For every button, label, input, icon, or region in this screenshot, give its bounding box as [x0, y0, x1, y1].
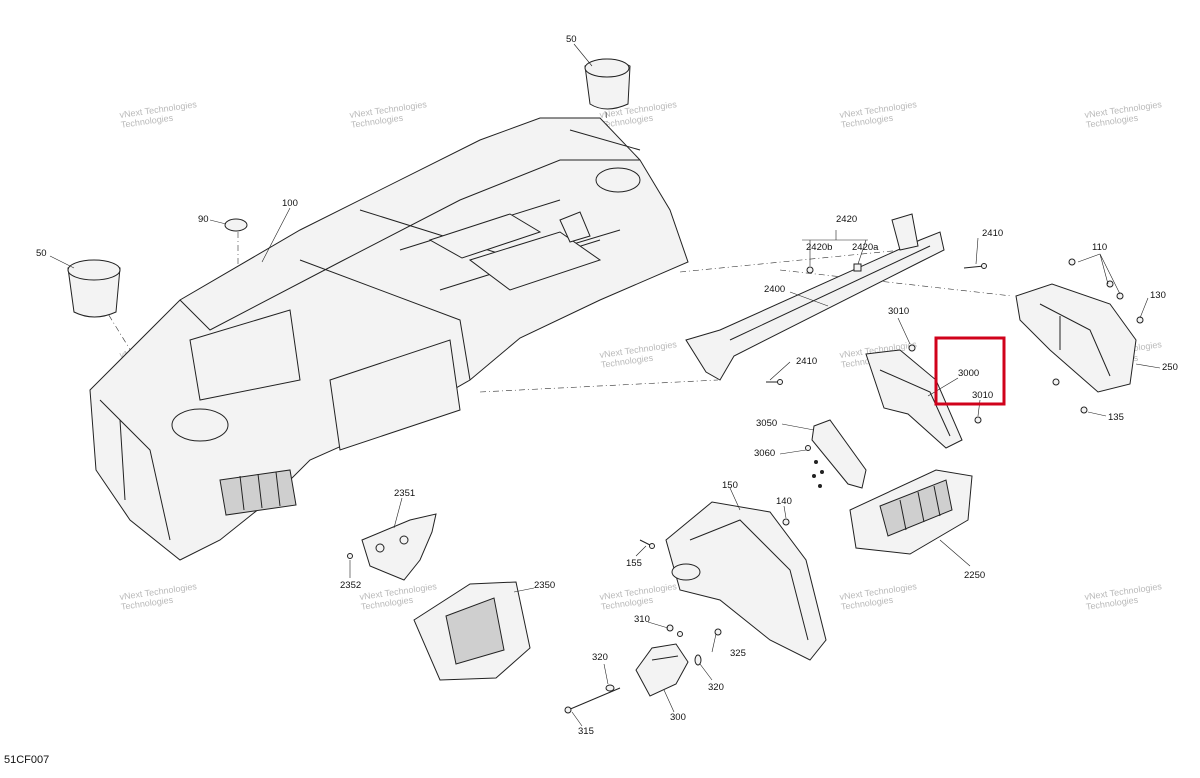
dashboard-main-part: [89, 117, 689, 561]
callout-315: 315: [578, 726, 594, 737]
plug-part: [224, 218, 248, 232]
callout-300: 300: [670, 712, 686, 723]
cup-holder-part: [67, 259, 121, 318]
support-bar-part: [685, 213, 945, 381]
callout-135: 135: [1108, 412, 1124, 423]
cover-part: [849, 469, 973, 555]
bracket-part: [361, 513, 437, 581]
callout-3000: 3000: [958, 368, 979, 379]
document-id: 51CF007: [4, 754, 50, 766]
support-part: [665, 501, 827, 661]
callout-2420: 2420: [836, 214, 857, 225]
bracket-part: [635, 643, 689, 697]
callout-110: 110: [1092, 242, 1107, 253]
callout-50: 50: [566, 34, 577, 45]
callout-3010-lower: 3010: [972, 390, 993, 401]
callout-130: 130: [1150, 290, 1166, 301]
alignment-line: [479, 379, 719, 393]
highlight-box: [934, 336, 1006, 406]
callout-140: 140: [776, 496, 792, 507]
callout-320: 320: [592, 652, 608, 663]
cup-holder-part: [584, 58, 631, 110]
leader-lines: [49, 43, 1161, 727]
callout-2350: 2350: [534, 580, 555, 591]
callout-155: 155: [626, 558, 642, 569]
callout-labels: 50 50 90 100 110 130 135 140 150 155 250…: [36, 34, 1178, 737]
callout-150: 150: [722, 480, 738, 491]
callout-250: 250: [1162, 362, 1178, 373]
callout-2420a: 2420a: [852, 242, 879, 253]
callout-310: 310: [634, 614, 650, 625]
callout-2410: 2410: [982, 228, 1003, 239]
alignment-line: [101, 303, 151, 383]
alignment-line: [679, 249, 903, 273]
support-part: [1015, 283, 1137, 393]
callout-3010: 3010: [888, 306, 909, 317]
fastener-group: [347, 258, 1144, 714]
callout-325: 325: [730, 648, 746, 659]
callout-2250: 2250: [964, 570, 985, 581]
cluster-part: [413, 581, 531, 681]
callout-3050: 3050: [756, 418, 777, 429]
callout-2352: 2352: [340, 580, 361, 591]
clip-part: [811, 419, 867, 489]
callout-2400: 2400: [764, 284, 785, 295]
callout-2420b: 2420b: [806, 242, 832, 253]
bracket-part: [865, 349, 963, 449]
callout-90: 90: [198, 214, 209, 225]
callout-50-left: 50: [36, 248, 47, 259]
callout-100: 100: [282, 198, 298, 209]
callout-2410-lower: 2410: [796, 356, 817, 367]
callout-2351: 2351: [394, 488, 415, 499]
callout-320-right: 320: [708, 682, 724, 693]
callout-3060: 3060: [754, 448, 775, 459]
